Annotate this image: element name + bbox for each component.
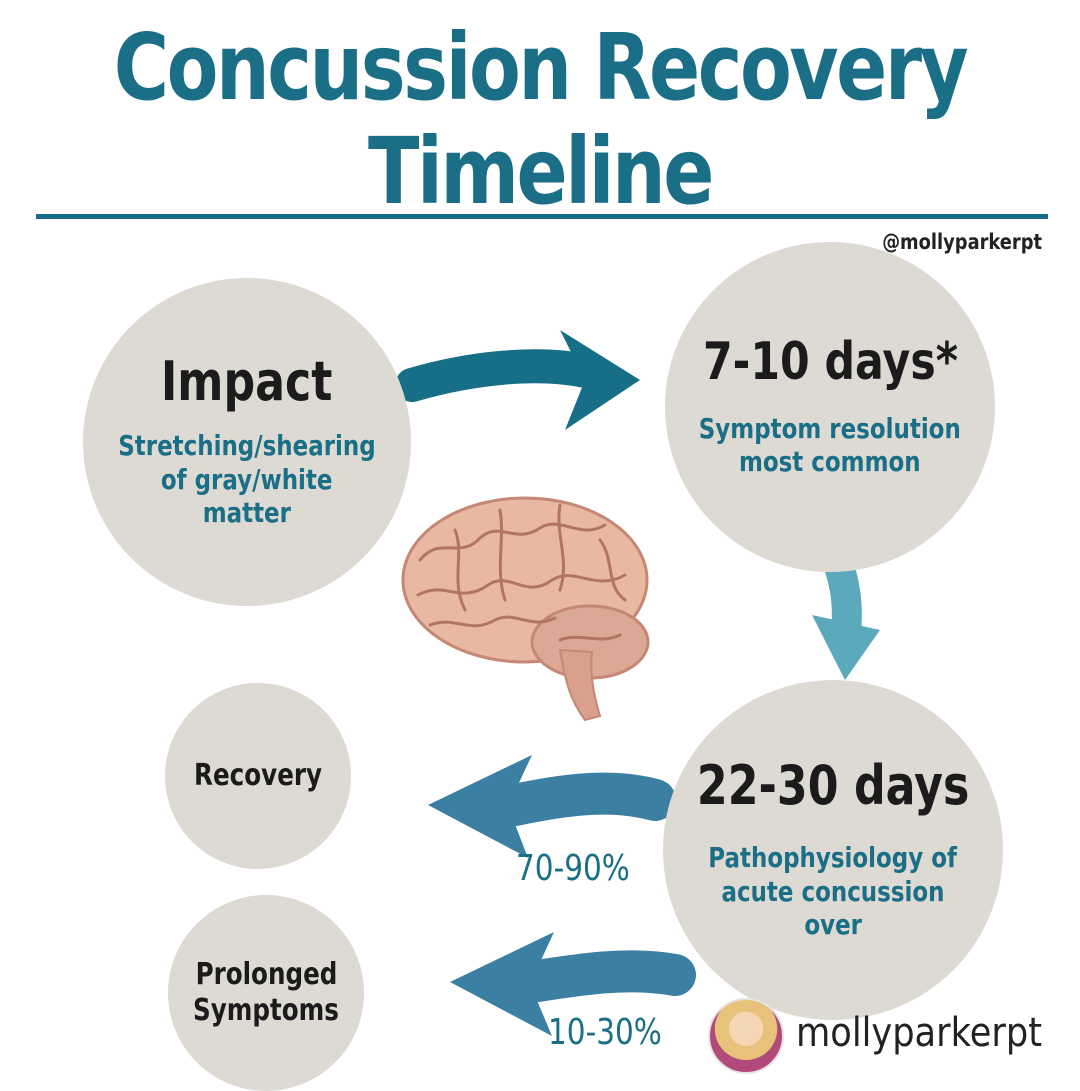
stage-22-30-days-circle: 22-30 days Pathophysiology of acute conc… bbox=[663, 680, 1003, 1020]
stage-impact-circle: Impact Stretching/shearing of gray/white… bbox=[83, 278, 411, 606]
author-handle: @mollyparkerpt bbox=[882, 230, 1042, 254]
stage-7-10-days-line-2: most common bbox=[739, 445, 921, 479]
stage-7-10-days-circle: 7-10 days* Symptom resolution most commo… bbox=[665, 242, 995, 572]
brain-icon bbox=[401, 496, 650, 722]
outcome-prolonged-line-1: Prolonged bbox=[195, 957, 337, 992]
stage-impact-line-2: of gray/white bbox=[161, 462, 333, 496]
stage-22-30-days-line-2: acute concussion bbox=[721, 874, 945, 908]
recovery-percent: 70-90% bbox=[516, 848, 630, 889]
outcome-recovery-label: Recovery bbox=[194, 758, 322, 794]
stage-impact-heading: Impact bbox=[161, 350, 333, 414]
page-title-line-2: Timeline bbox=[367, 118, 714, 225]
outcome-prolonged-circle: Prolonged Symptoms bbox=[168, 895, 364, 1091]
outcome-recovery-circle: Recovery bbox=[165, 683, 351, 869]
stage-impact-line-3: matter bbox=[202, 496, 292, 530]
prolonged-percent: 10-30% bbox=[548, 1012, 662, 1053]
title-divider bbox=[36, 214, 1048, 219]
arrow-to-recovery-icon bbox=[428, 755, 676, 858]
stage-22-30-days-line-3: over bbox=[804, 908, 862, 942]
avatar[interactable] bbox=[708, 998, 784, 1074]
arrow-to-prolonged-icon bbox=[450, 932, 696, 1036]
stage-22-30-days-line-1: Pathophysiology of bbox=[708, 840, 958, 874]
stage-impact-line-1: Stretching/shearing bbox=[118, 428, 376, 462]
arrow-impact-to-7-10-icon bbox=[395, 330, 640, 430]
footer-username[interactable]: mollyparkerpt bbox=[796, 1010, 1043, 1056]
outcome-prolonged-line-2: Symptoms bbox=[193, 993, 339, 1028]
page-title-line-1: Concussion Recovery bbox=[113, 14, 969, 121]
stage-7-10-days-heading: 7-10 days* bbox=[702, 332, 958, 393]
stage-7-10-days-line-1: Symptom resolution bbox=[698, 411, 962, 445]
stage-22-30-days-heading: 22-30 days bbox=[696, 754, 970, 818]
